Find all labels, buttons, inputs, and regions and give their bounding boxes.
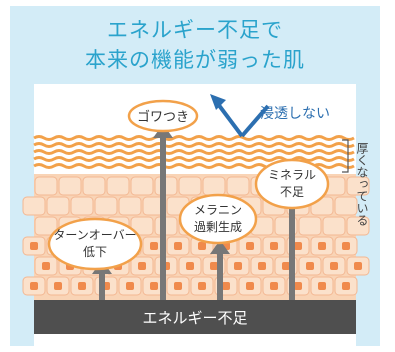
skin-cell [334,196,358,216]
cell-nucleus [342,242,350,250]
arrow-melanin-head [210,240,230,254]
cell-nucleus [270,242,278,250]
energy-shortage-bar [34,300,356,334]
skin-cell [34,216,58,236]
thick-label: 厚くなっている [355,142,369,226]
cell-nucleus [174,282,182,290]
skin-cell [34,176,58,196]
bubble-turnover-line2: 低下 [83,245,107,259]
skin-cell [106,176,130,196]
skin-cell [94,196,118,216]
skin-cell [130,176,154,196]
cell-nucleus [306,262,314,270]
cell-nucleus [198,242,206,250]
skin-diagram: 厚くなっている エネルギー不足 ゴワつき ミネラル 不足 メラニン 過剰生成 [22,84,370,346]
cell-nucleus [282,262,290,270]
bubble-wrinkle-text: ゴワつき [137,109,189,125]
thickness-bracket [342,139,349,173]
skin-cell [130,216,154,236]
penetration-arrow-head [210,94,226,110]
penetration-label: 浸透しない [260,106,330,122]
corneum-wave [33,156,355,162]
bubble-wrinkle: ゴワつき [127,99,199,133]
cell-nucleus [246,282,254,290]
cell-nucleus [294,242,302,250]
title-line-1: エネルギー不足で [107,18,283,42]
cell-nucleus [54,282,62,290]
energy-shortage-label: エネルギー不足 [142,309,247,327]
infographic-card: エネルギー不足で 本来の機能が弱った肌 厚くなっている エネルギー不足 [10,6,380,346]
corneum-wave [33,149,355,155]
bubble-melanin-line2: 過剰生成 [194,220,242,234]
corneum-wave [33,135,355,141]
cell-nucleus [342,282,350,290]
bubble-mineral: ミネラル 不足 [254,158,330,210]
cell-nucleus [294,282,302,290]
cell-nucleus [270,282,278,290]
skin-cell [346,176,370,196]
cell-nucleus [318,282,326,290]
skin-cell [22,196,46,216]
skin-cell [82,176,106,196]
cell-nucleus [246,242,254,250]
cell-nucleus [186,262,194,270]
penetration-arrow [216,102,244,138]
skin-cell [46,196,70,216]
cell-nucleus [210,262,218,270]
bubble-mineral-line2: 不足 [280,185,304,199]
bubble-turnover-line1: ターンオーバー [53,228,136,242]
cell-nucleus [318,242,326,250]
cell-nucleus [258,262,266,270]
cell-nucleus [222,282,230,290]
skin-cell [298,216,322,236]
skin-cell [58,176,82,196]
cell-nucleus [354,262,362,270]
cell-nucleus [234,262,242,270]
cell-nucleus [42,262,50,270]
cell-nucleus [150,242,158,250]
cell-nucleus [150,282,158,290]
bubble-melanin-line1: メラニン [194,203,242,217]
corneum-wave [33,142,355,148]
skin-cell [118,196,142,216]
skin-cell [226,176,250,196]
cell-nucleus [198,282,206,290]
cell-nucleus [78,282,86,290]
title-line-2: 本来の機能が弱った肌 [85,48,305,72]
cell-nucleus [330,262,338,270]
skin-cell [178,176,202,196]
skin-cell [202,176,226,196]
skin-cell [322,216,346,236]
bubble-melanin: メラニン 過剰生成 [178,193,258,245]
skin-cell [70,196,94,216]
penetration-arrow-blocked [240,104,270,138]
bubble-mineral-line1: ミネラル [268,168,316,182]
cell-nucleus [174,242,182,250]
cell-nucleus [138,262,146,270]
bubble-turnover: ターンオーバー 低下 [47,217,143,271]
cell-nucleus [30,282,38,290]
skin-cell [346,216,370,236]
cell-nucleus [126,282,134,290]
cell-nucleus [30,242,38,250]
